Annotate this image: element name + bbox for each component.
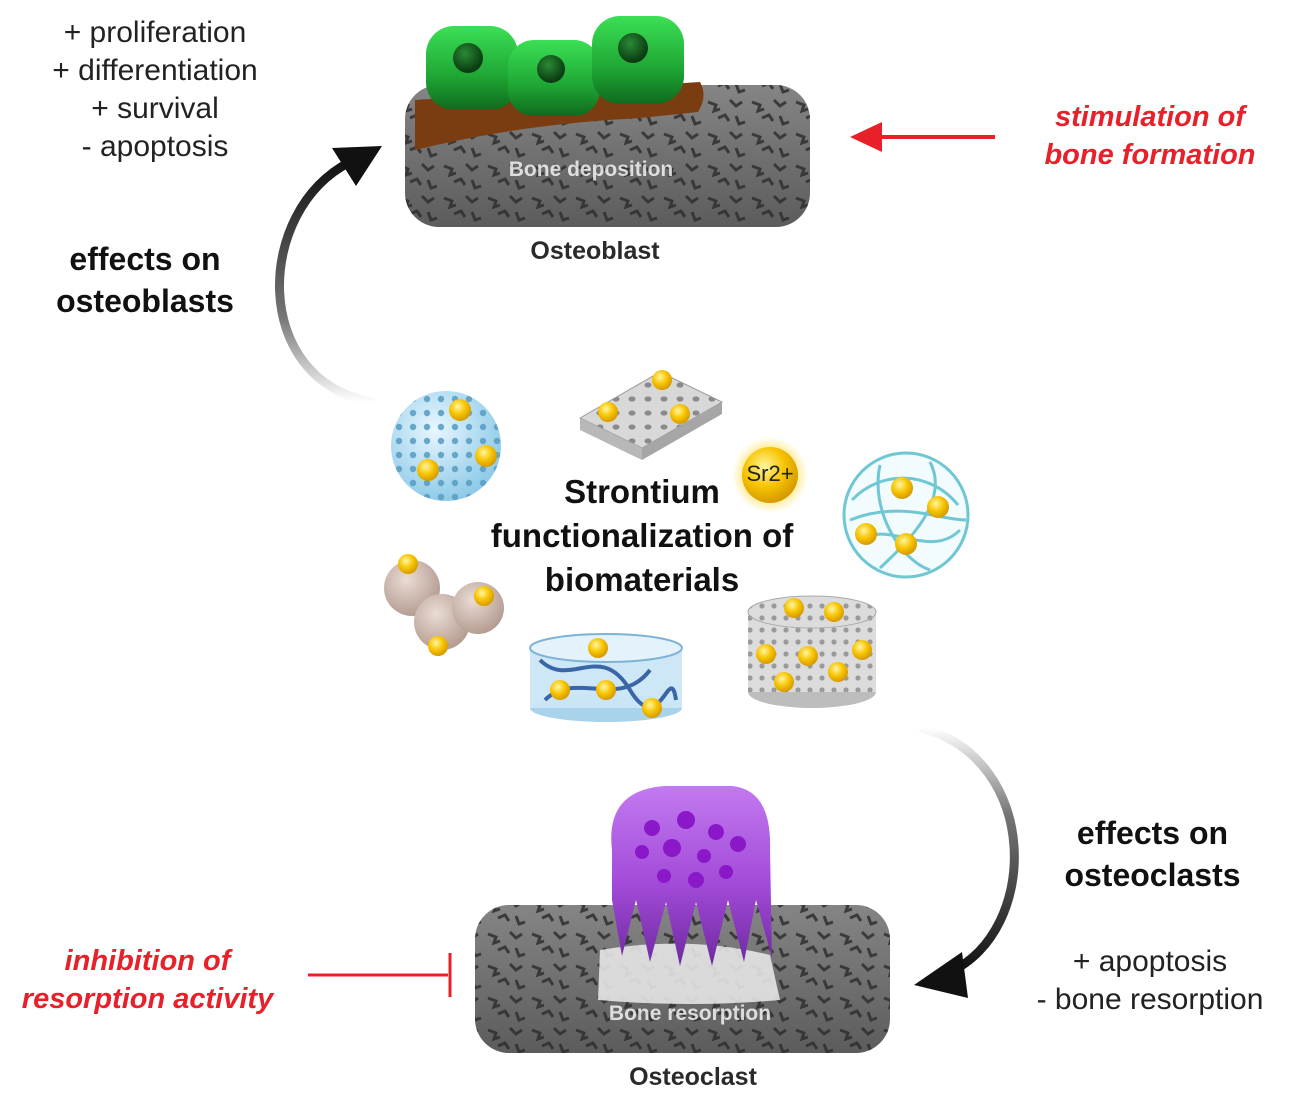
stimulation-label-line: bone formation (1044, 139, 1256, 171)
center-title-line: functionalization of (490, 517, 794, 554)
osteoclast-effects-list: + apoptosis - bone resorption (1010, 943, 1290, 1019)
effects-on-osteoclasts-line: osteoclasts (1064, 857, 1241, 893)
center-title-line: Strontium (564, 473, 720, 510)
effects-on-osteoclasts-label: effects on osteoclasts (1020, 812, 1285, 896)
cycle-arrow-down (914, 723, 1019, 998)
bone-resorption-caption: Bone resorption (608, 1002, 772, 1025)
osteoblast-cell (508, 40, 600, 116)
center-title-line: biomaterials (544, 561, 740, 598)
hydrogel-disc (529, 633, 683, 722)
inhibition-label-line: inhibition of (64, 945, 231, 977)
porous-cylinder (747, 595, 877, 708)
effects-on-osteoblasts-label: effects on osteoblasts (15, 238, 275, 322)
center-title: Strontium functionalization of biomateri… (462, 470, 822, 602)
resorption-pit (598, 943, 780, 1004)
osteoblast-label: Osteoblast (530, 237, 660, 265)
stimulation-label: stimulation of bone formation (1010, 98, 1290, 174)
inhibition-label: inhibition of resorption activity (0, 942, 295, 1018)
bone-deposition-caption: Bone deposition (508, 158, 674, 181)
strontium-ion (732, 437, 808, 513)
osteoblast-effect: - apoptosis (81, 130, 229, 163)
osteoblast-effect: + survival (91, 92, 219, 125)
effects-on-osteoclasts-line: effects on (1076, 815, 1229, 851)
cycle-arrow-up (275, 146, 382, 407)
nanoparticle-cluster (384, 554, 504, 656)
osteoblast-cell (592, 16, 684, 104)
osteoclast-illustration (475, 786, 890, 1053)
stimulation-arrow (850, 122, 995, 152)
osteoblast-effect: + differentiation (52, 54, 258, 87)
biomaterials-cluster (384, 370, 970, 722)
osteoclast-label: Osteoclast (629, 1063, 757, 1091)
osteoblast-illustration (405, 16, 810, 227)
porous-scaffold-slab (578, 370, 724, 460)
osteoblast-effects-list: + proliferation + differentiation + surv… (10, 14, 300, 166)
osteoclast-effect: - bone resorption (1036, 983, 1264, 1016)
inhibition-label-line: resorption activity (21, 983, 274, 1015)
stimulation-label-line: stimulation of (1054, 101, 1246, 133)
effects-on-osteoblasts-line: osteoblasts (56, 283, 234, 319)
inhibition-arrow (308, 953, 452, 997)
osteoblast-effect: + proliferation (63, 16, 247, 49)
osteoclast-nuclei (635, 811, 746, 888)
osteoclast-effect: + apoptosis (1072, 945, 1228, 978)
osteoclast-cell (611, 786, 772, 966)
porous-sphere (391, 391, 501, 501)
osteoblast-cell (426, 26, 518, 110)
fibrous-nanosphere (842, 451, 970, 579)
strontium-ion-label: Sr2+ (746, 461, 794, 486)
effects-on-osteoblasts-line: effects on (69, 241, 221, 277)
